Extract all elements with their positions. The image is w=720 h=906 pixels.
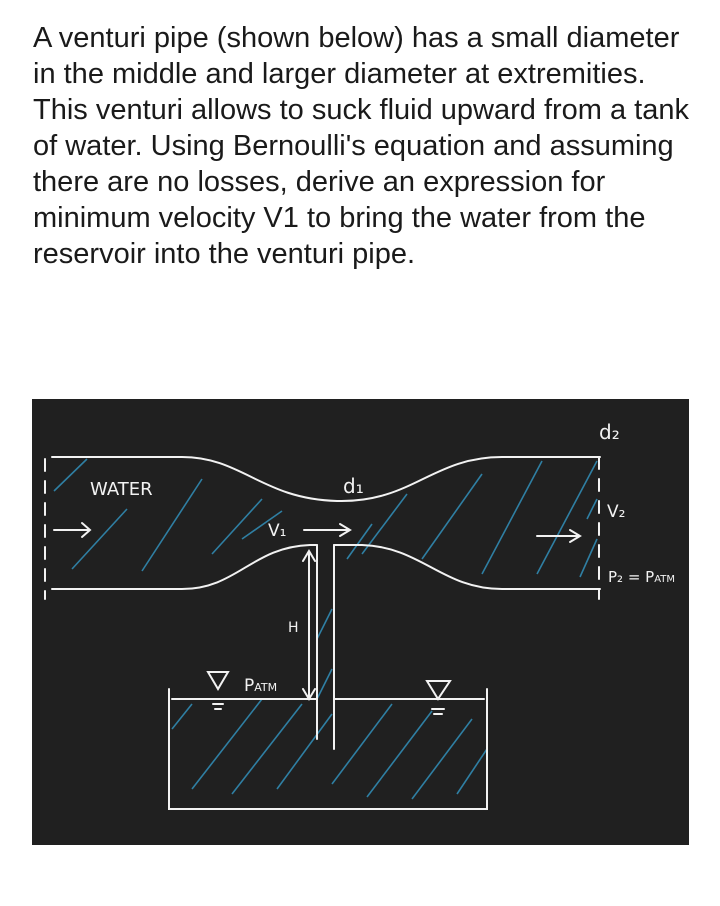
venturi-outline: [44, 456, 601, 810]
d2-label: d₂: [599, 420, 620, 444]
h-label: H: [288, 620, 299, 636]
v2-label: V₂: [607, 502, 625, 522]
water-hatch: [53, 458, 598, 800]
question-text: A venturi pipe (shown below) has a small…: [33, 22, 689, 270]
d1-label: d₁: [343, 474, 364, 498]
venturi-figure: WATER d₁ d₂ V₁ V₂ P₂ = PATM H PATM: [32, 399, 689, 845]
patm-label: PATM: [244, 676, 277, 696]
p2-label: P₂ = PATM: [608, 568, 675, 586]
water-label: WATER: [90, 479, 153, 500]
venturi-diagram: WATER d₁ d₂ V₁ V₂ P₂ = PATM H PATM: [44, 420, 675, 810]
v1-label: V₁: [268, 521, 286, 541]
